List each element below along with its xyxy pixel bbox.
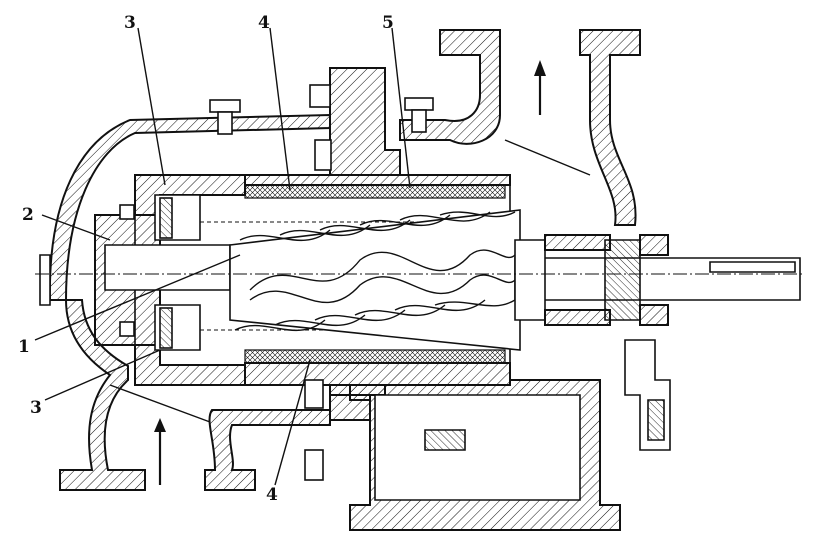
callout-5-top: 5	[382, 13, 394, 33]
leader-lines	[34, 27, 411, 486]
callout-3-top: 3	[124, 13, 136, 33]
callouts: 3 4 5 2 1 3 4	[18, 13, 394, 505]
callout-4-bottom: 4	[266, 485, 278, 505]
bolts	[119, 84, 434, 481]
callout-3-bottom: 3	[30, 398, 42, 418]
callout-4-top: 4	[258, 13, 270, 33]
drive-shaft	[514, 234, 801, 451]
screw-rotors	[229, 209, 521, 351]
end-cover	[94, 194, 520, 351]
callout-1-bottom-left: 1	[18, 337, 30, 357]
pump-casing	[39, 113, 331, 491]
callout-2-left: 2	[22, 205, 34, 225]
